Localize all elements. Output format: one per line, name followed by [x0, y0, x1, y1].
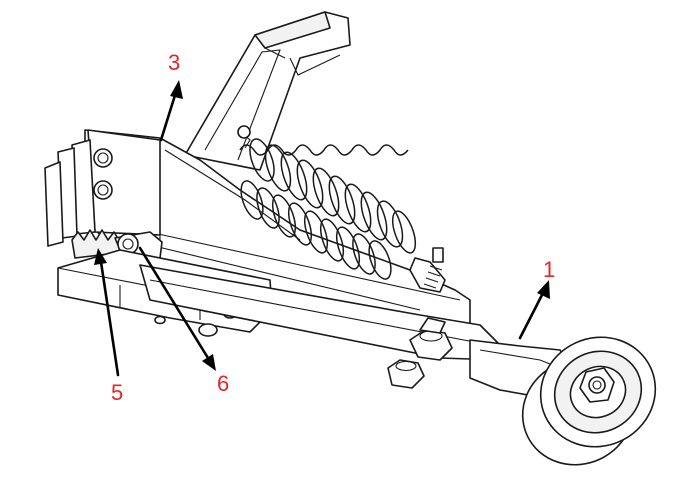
hex-nuts — [387, 317, 453, 389]
lever-arm — [184, 11, 351, 171]
callout-arrow-1 — [518, 280, 550, 340]
callout-number-1: 1 — [543, 257, 555, 282]
front-plates — [44, 129, 161, 247]
roller-wheel — [521, 336, 657, 466]
callout-arrow-6 — [138, 246, 216, 371]
coil-springs — [237, 125, 417, 280]
callout-number-6: 6 — [217, 371, 229, 396]
callout-number-3: 3 — [168, 50, 180, 75]
callout-arrow-5 — [94, 248, 120, 377]
callout-arrow-3 — [159, 80, 183, 142]
spring-lower-coils — [240, 180, 392, 280]
ratchet-teeth — [71, 229, 163, 263]
callout-number-5: 5 — [111, 380, 123, 405]
adjusting-screw — [409, 247, 446, 293]
spring-upper-coils — [249, 138, 417, 254]
